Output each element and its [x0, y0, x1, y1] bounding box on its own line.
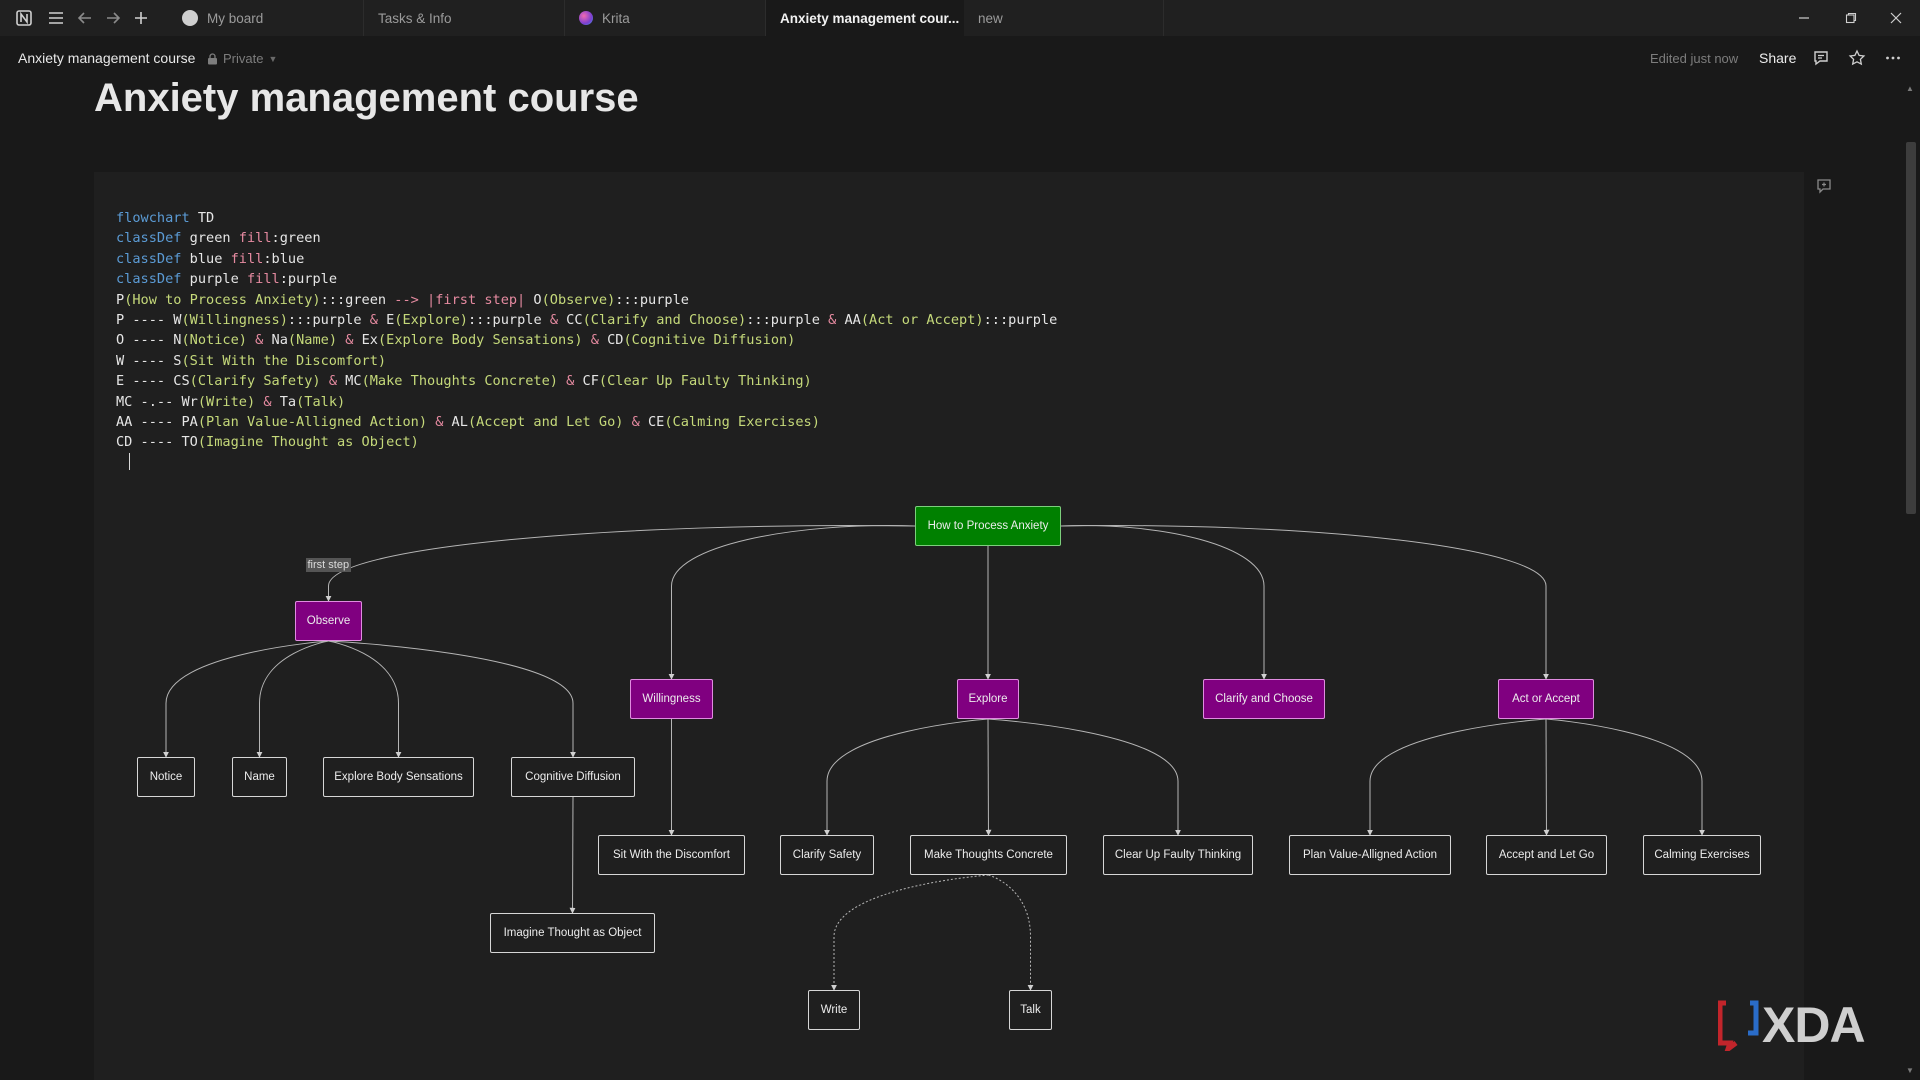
flowchart-node-w: Willingness	[630, 679, 713, 719]
flowchart-node-cc: Clarify and Choose	[1203, 679, 1325, 719]
edge-label: first step	[305, 558, 352, 572]
close-icon[interactable]	[1874, 0, 1918, 36]
krita-icon	[579, 11, 593, 25]
tab-label: Anxiety management cour...	[780, 10, 960, 26]
flowchart-node-p: How to Process Anxiety	[915, 506, 1061, 546]
xda-bracket-icon	[1718, 1000, 1759, 1051]
restore-icon[interactable]	[1829, 0, 1873, 36]
flowchart-node-s: Sit With the Discomfort	[598, 835, 745, 875]
code-line: P(How to Process Anxiety):::green --> |f…	[116, 291, 689, 308]
flowchart-node-cs: Clarify Safety	[780, 835, 874, 875]
code-line: MC -.-- Wr(Write) & Ta(Talk)	[116, 393, 346, 410]
flowchart-node-to: Imagine Thought as Object	[490, 913, 655, 953]
code-line: O ---- N(Notice) & Na(Name) & Ex(Explore…	[116, 332, 796, 349]
flowchart-node-e: Explore	[957, 679, 1019, 719]
minimize-icon[interactable]	[1782, 0, 1826, 36]
forward-arrow-icon[interactable]	[99, 0, 127, 36]
page-topbar: Anxiety management course Private ▼ Edit…	[0, 44, 1920, 72]
code-line: E ---- CS(Clarify Safety) & MC(Make Thou…	[116, 373, 812, 390]
flowchart-node-cf: Clear Up Faulty Thinking	[1103, 835, 1253, 875]
watermark-text: XDA	[1762, 997, 1866, 1053]
scroll-down-arrow-icon[interactable]: ▼	[1906, 1066, 1914, 1075]
new-tab-plus-icon[interactable]	[127, 0, 155, 36]
tab-label: new	[978, 10, 1003, 26]
board-icon	[182, 10, 198, 26]
more-options-icon[interactable]	[1881, 46, 1905, 70]
favorite-star-icon[interactable]	[1845, 46, 1869, 70]
flowchart-node-pa: Plan Value-Alligned Action	[1289, 835, 1451, 875]
lock-icon	[208, 52, 217, 64]
code-line: classDef blue fill:blue	[116, 250, 305, 267]
menu-icon[interactable]	[42, 0, 70, 36]
comments-icon[interactable]	[1809, 46, 1833, 70]
code-line: classDef purple fill:purple	[116, 271, 338, 288]
code-editor[interactable]: flowchart TD classDef green fill:green cla…	[116, 208, 1057, 453]
tab-new[interactable]: new	[964, 0, 1164, 36]
flowchart-node-mc: Make Thoughts Concrete	[910, 835, 1067, 875]
tab-tasks-info[interactable]: Tasks & Info	[364, 0, 565, 36]
watermark-logo: XDA	[1718, 996, 1866, 1054]
page-title[interactable]: Anxiety management course	[94, 76, 639, 120]
text-cursor	[129, 453, 130, 470]
flowchart-node-n: Notice	[137, 757, 195, 797]
breadcrumb[interactable]: Anxiety management course	[18, 50, 196, 66]
flowchart-node-wr: Write	[808, 990, 860, 1030]
scrollbar-thumb[interactable]	[1906, 142, 1916, 514]
notion-logo-icon[interactable]	[10, 0, 38, 36]
flowchart-node-ta: Talk	[1009, 990, 1052, 1030]
privacy-selector[interactable]: Private ▼	[207, 51, 277, 66]
flowchart-node-aa: Act or Accept	[1498, 679, 1594, 719]
edited-status: Edited just now	[1650, 51, 1739, 66]
flowchart-node-al: Accept and Let Go	[1486, 835, 1607, 875]
add-comment-icon[interactable]	[1816, 178, 1832, 194]
share-button[interactable]: Share	[1759, 50, 1797, 66]
tab-label: My board	[207, 10, 264, 26]
chevron-down-icon: ▼	[268, 53, 278, 64]
tab-anxiety-management[interactable]: Anxiety management cour...	[766, 0, 964, 36]
tab-krita[interactable]: Krita	[565, 0, 766, 36]
back-arrow-icon[interactable]	[71, 0, 99, 36]
flowchart-node-ce: Calming Exercises	[1643, 835, 1761, 875]
code-line: AA ---- PA(Plan Value-Alligned Action) &…	[116, 414, 820, 431]
code-line: W ---- S(Sit With the Discomfort)	[116, 352, 387, 369]
code-line: flowchart TD	[116, 210, 215, 226]
scroll-up-arrow-icon[interactable]: ▲	[1906, 84, 1914, 93]
tab-label: Tasks & Info	[378, 10, 452, 26]
tab-my-board[interactable]: My board	[168, 0, 364, 36]
flowchart-node-cd: Cognitive Diffusion	[511, 757, 635, 797]
code-line: classDef green fill:green	[116, 230, 321, 247]
flowchart-node-na: Name	[232, 757, 287, 797]
flowchart-node-ex: Explore Body Sensations	[323, 757, 474, 797]
privacy-label: Private	[223, 51, 264, 66]
tab-bar: My board Tasks & Info Krita Anxiety mana…	[0, 0, 1920, 36]
tab-label: Krita	[602, 10, 630, 26]
code-line: P ---- W(Willingness):::purple & E(Explo…	[116, 312, 1058, 329]
flowchart-node-o: Observe	[295, 601, 362, 641]
code-line: CD ---- TO(Imagine Thought as Object)	[116, 434, 419, 451]
